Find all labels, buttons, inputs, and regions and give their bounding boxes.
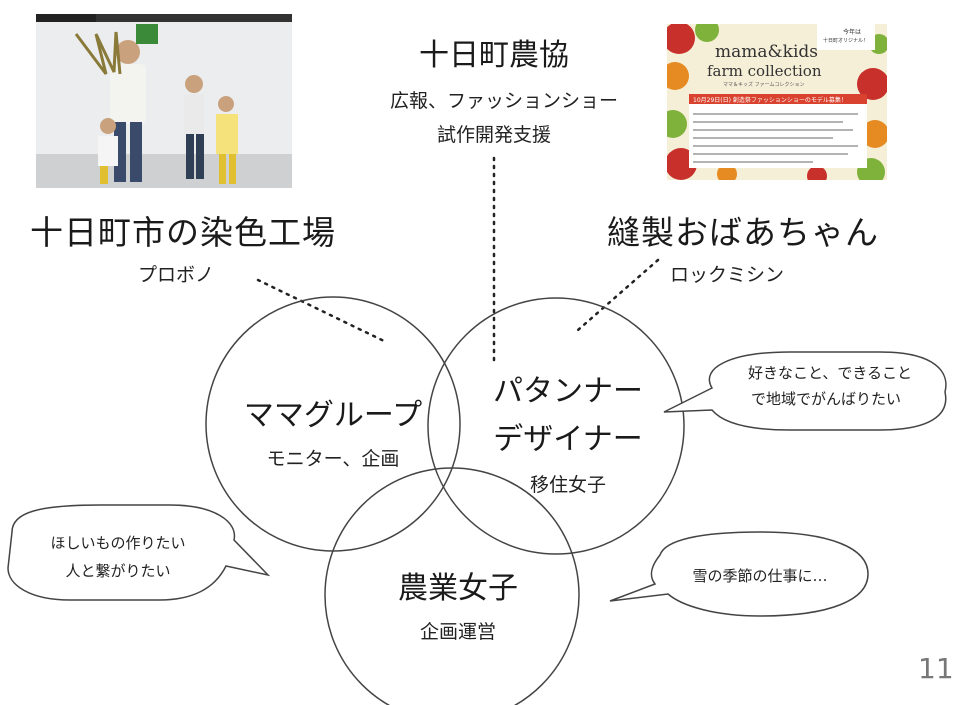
page-number: 11 [918, 652, 954, 685]
poster-brand-line2: farm collection [707, 62, 822, 80]
pattern-designer-title-line2: デザイナー [493, 422, 643, 457]
mama-group-sub: モニター、企画 [266, 448, 400, 470]
mama-kids-poster: mama&kids farm collection ママ＆キッズ ファームコレク… [667, 24, 887, 180]
connector-left [256, 278, 388, 344]
bubble-right-shape [663, 351, 947, 431]
top-group-title: 十日町農協 [419, 38, 569, 73]
circle-pattern-designer [427, 297, 685, 555]
bubble-right-line1: 好きなこと、できること [747, 364, 913, 382]
right-group-sub: ロックミシン [670, 264, 785, 286]
fashion-show-photo [36, 14, 292, 188]
pattern-designer-title-line1: パタンナー [493, 374, 643, 409]
left-group-sub: プロボノ [138, 264, 215, 286]
bubble-left-shape [7, 504, 271, 601]
bubble-snow-shape [609, 531, 869, 617]
poster-brand-sub: ママ＆キッズ ファームコレクション [723, 82, 805, 88]
farm-women-title: 農業女子 [398, 571, 518, 606]
bubble-snow-line1: 雪の季節の仕事に… [692, 567, 828, 585]
poster-headline: 10月29日(日) 創造祭ファッションショーのモデル募集！ [693, 97, 847, 104]
pattern-designer-sub: 移住女子 [529, 474, 607, 496]
bubble-left-line2: 人と繋がりたい [65, 562, 171, 580]
poster-body-text [693, 113, 858, 163]
top-group-line1: 広報、ファッションショー [389, 90, 619, 112]
farm-women-sub: 企画運営 [419, 621, 497, 643]
right-group-title: 縫製おばあちゃん [607, 213, 879, 252]
poster-tag-line1: 今年は [843, 29, 862, 36]
bubble-left-line1: ほしいもの作りたい [50, 534, 186, 552]
top-group-line2: 試作開発支援 [436, 124, 552, 146]
left-group-title: 十日町市の染色工場 [30, 213, 336, 252]
bubble-right-line2: で地域でがんばりたい [750, 390, 902, 408]
poster-tag-line2: 十日町オリジナル！ [823, 38, 869, 44]
circle-farm-women [324, 467, 580, 705]
mama-group-title: ママグループ [243, 398, 423, 433]
connector-right [576, 258, 660, 332]
poster-brand-line1: mama&kids [715, 42, 818, 62]
